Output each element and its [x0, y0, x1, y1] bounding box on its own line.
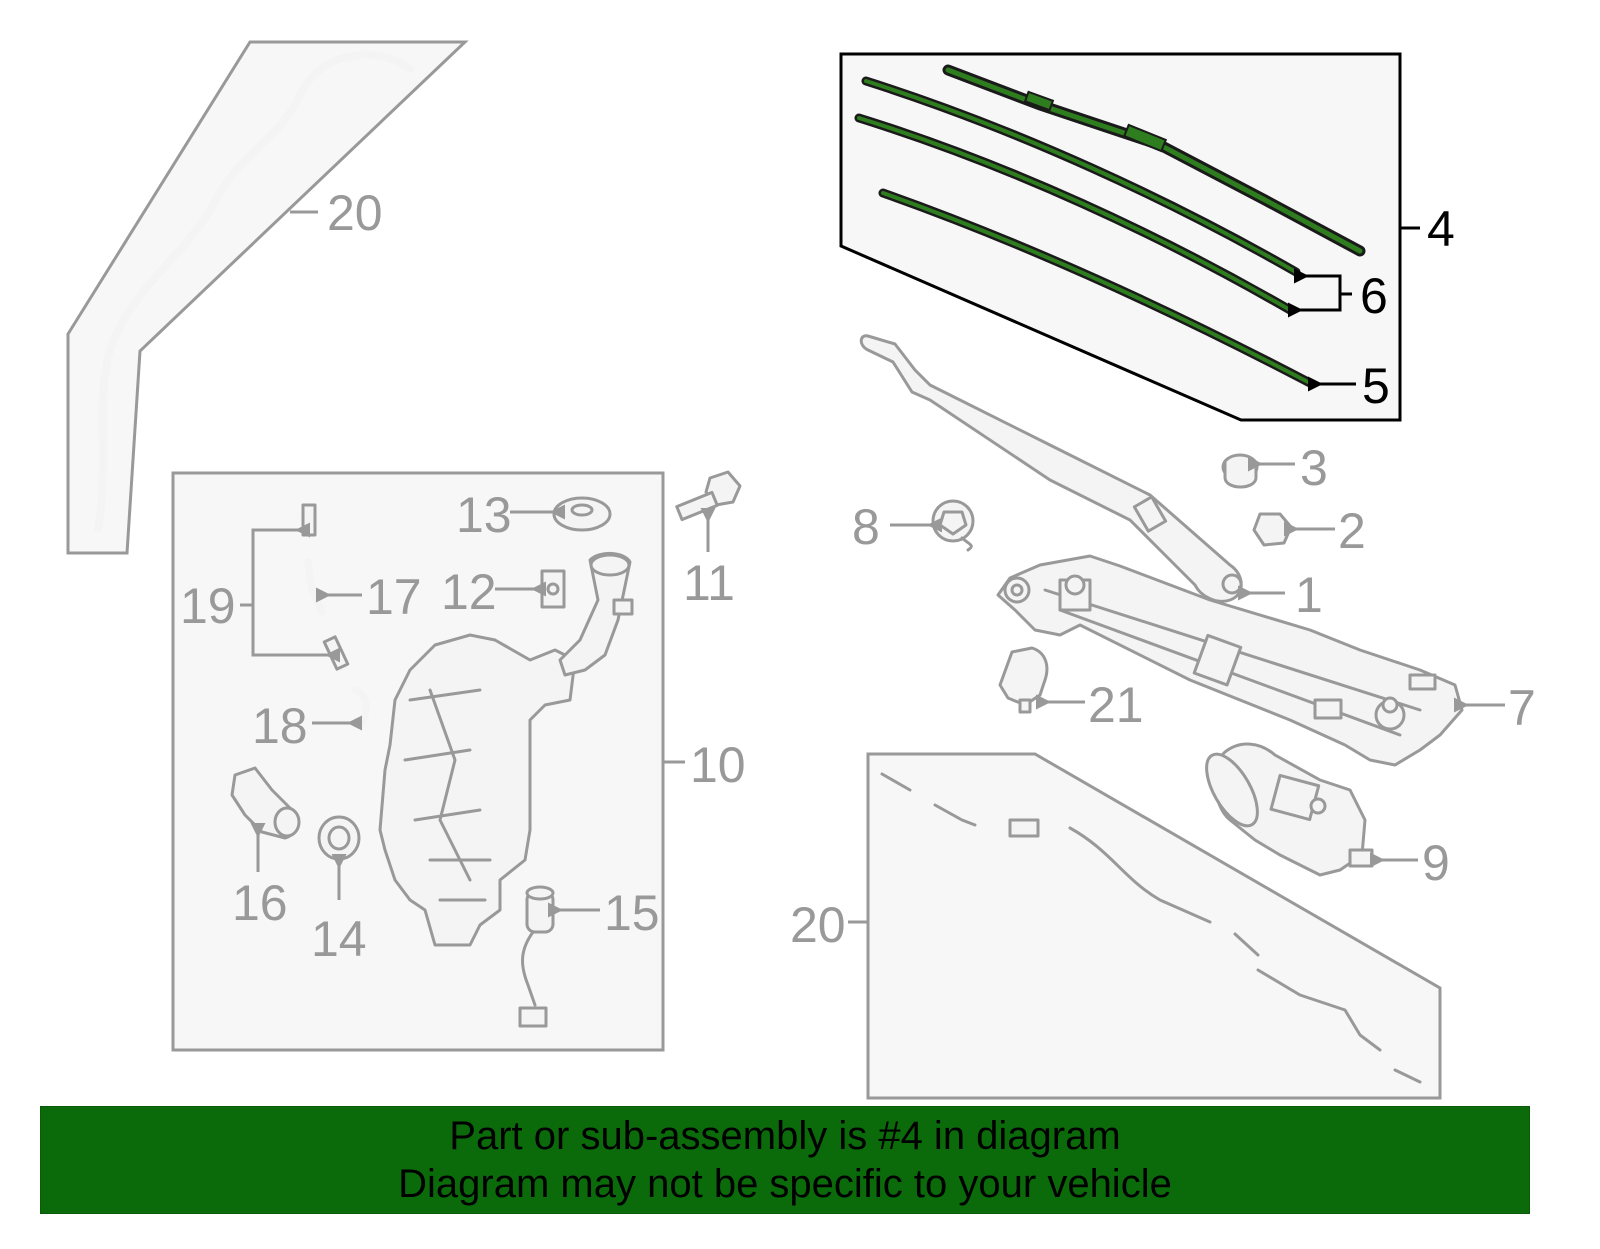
banner-line-disclaimer: Diagram may not be specific to your vehi…: [398, 1162, 1172, 1206]
callout-16: 16: [232, 875, 288, 931]
callout-14: 14: [311, 911, 367, 967]
callout-1: 1: [1295, 567, 1323, 623]
washer-hose-panel-top: 20: [66, 40, 469, 555]
callout-11: 11: [683, 555, 735, 611]
part-15-sensor: 15: [518, 885, 660, 1028]
wiper-linkage: 1 7: [996, 554, 1536, 767]
part-11-bolt: 11: [675, 470, 742, 611]
wiper-arm: [859, 334, 1243, 603]
callout-13: 13: [456, 487, 512, 543]
callout-2: 2: [1338, 503, 1366, 559]
callout-8: 8: [852, 499, 880, 555]
callout-15: 15: [604, 885, 660, 941]
callout-21: 21: [1088, 677, 1144, 733]
callout-20-bottom: 20: [790, 897, 846, 953]
part-8-clip: 8: [852, 499, 975, 555]
part-info-banner: Part or sub-assembly is #4 in diagram Di…: [40, 1106, 1530, 1214]
part-2-nut: 2: [1252, 503, 1366, 559]
callout-12: 12: [441, 564, 497, 620]
part-14-grommet: 14: [311, 815, 367, 967]
washer-reservoir-tank: [378, 552, 634, 947]
part-16-pump: 16: [230, 766, 301, 931]
part-19-connectors: 19: [180, 503, 350, 671]
callout-19: 19: [180, 578, 236, 634]
part-12-bracket: 12: [441, 564, 566, 620]
part-13-cap: 13: [456, 487, 612, 543]
part-9-motor: 9: [1205, 742, 1450, 891]
washer-reservoir-panel: 10 13 12 11: [171, 470, 746, 1052]
wiper-blade-assembly-box: 4 6 5: [839, 52, 1455, 422]
wiper-blade-part-4: [942, 64, 1366, 257]
callout-3: 3: [1300, 440, 1328, 496]
callout-17: 17: [366, 569, 422, 625]
part-17-hose: 17: [304, 558, 422, 625]
callout-10: 10: [690, 737, 746, 793]
callout-9: 9: [1422, 835, 1450, 891]
callout-20-top: 20: [327, 185, 383, 241]
callout-7: 7: [1508, 680, 1536, 736]
callout-5: 5: [1362, 358, 1390, 414]
banner-line-part: Part or sub-assembly is #4 in diagram: [449, 1114, 1121, 1158]
part-18-hose: 18: [252, 686, 370, 754]
part-3-cap: 3: [1221, 440, 1328, 496]
callout-18: 18: [252, 698, 308, 754]
callout-4: 4: [1427, 201, 1455, 257]
washer-hose-panel-bottom: 20: [790, 752, 1442, 1100]
callout-6: 6: [1360, 268, 1388, 324]
part-21-cover: 21: [998, 646, 1144, 733]
